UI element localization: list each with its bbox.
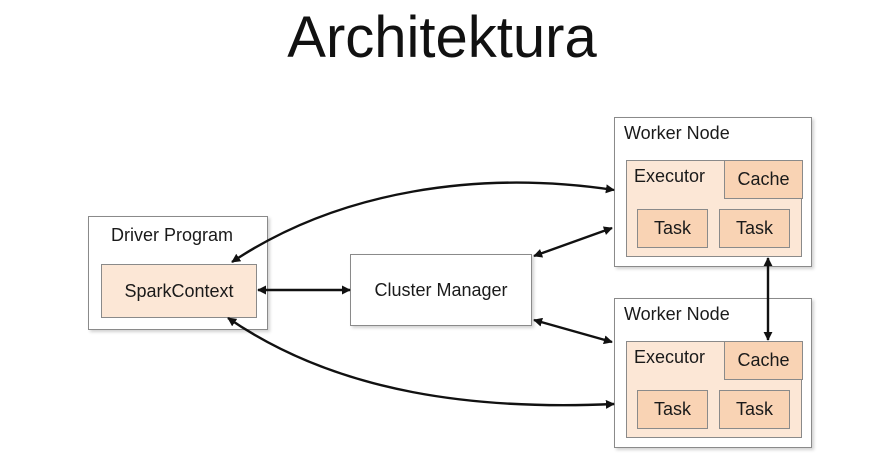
- arrow-cluster-manager-to-worker-1: [533, 226, 613, 258]
- worker-node-label: Worker Node: [624, 304, 730, 324]
- worker-node-label: Worker Node: [624, 123, 730, 143]
- executor-box: Executor Cache Task Task: [626, 160, 803, 257]
- task-box: Task: [637, 209, 708, 248]
- cache-box: Cache: [724, 341, 803, 380]
- worker-node-1: Worker Node Executor Cache Task Task: [614, 117, 812, 267]
- arrow-driver-to-worker-1: [231, 181, 615, 263]
- executor-box: Executor Cache Task Task: [626, 341, 803, 438]
- task-box: Task: [719, 390, 790, 429]
- executor-label: Executor: [634, 166, 706, 186]
- driver-program-label: Driver Program: [111, 225, 234, 245]
- task-box: Task: [719, 209, 790, 248]
- executor-label: Executor: [634, 347, 706, 367]
- arrow-driver-to-worker-2: [227, 317, 615, 409]
- arrow-cluster-manager-to-worker-2: [533, 317, 613, 345]
- worker-node-2: Worker Node Executor Cache Task Task: [614, 298, 812, 448]
- page-title: Architektura: [287, 5, 597, 70]
- cache-box: Cache: [724, 160, 803, 199]
- task-box: Task: [637, 390, 708, 429]
- spark-context-box: SparkContext: [101, 264, 257, 318]
